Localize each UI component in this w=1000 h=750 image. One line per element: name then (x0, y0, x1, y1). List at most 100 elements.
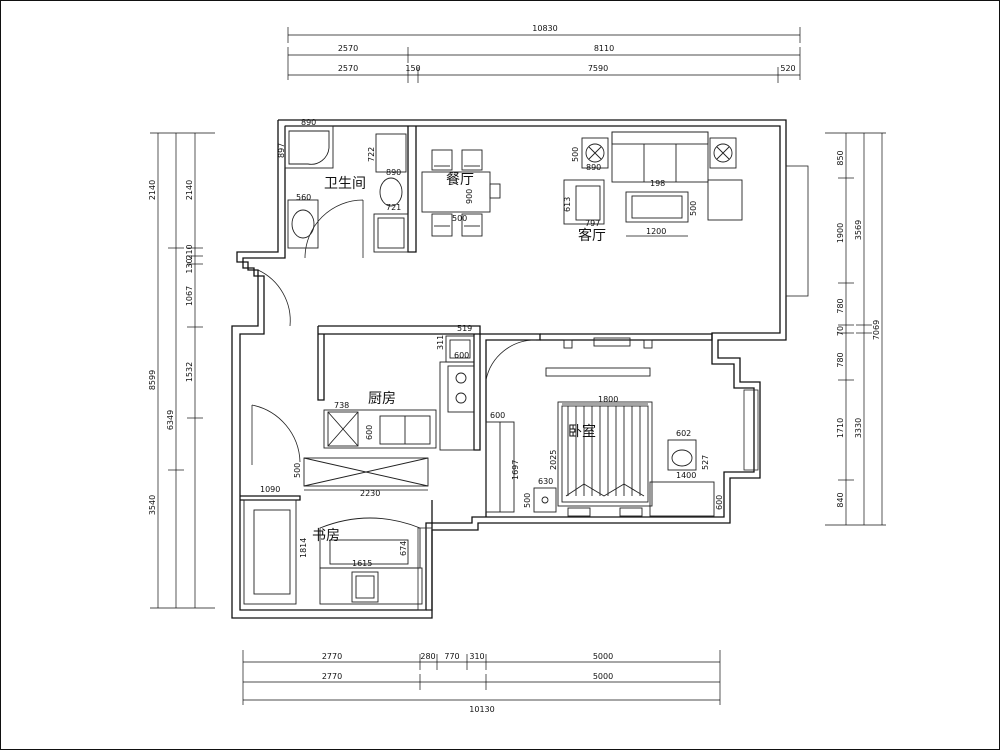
dim-bed-1400: 1400 (676, 471, 696, 480)
dining-set (421, 149, 501, 237)
dim-left-o3: 3540 (148, 495, 157, 515)
dim-top-r3a: 2570 (338, 64, 358, 73)
dim-left-i2: 210 (185, 244, 194, 259)
bed-pillow-fold (565, 483, 645, 497)
chair-2 (461, 149, 483, 171)
laundry (373, 213, 409, 253)
fridge-inner (449, 339, 471, 359)
dim-living-500a: 500 (571, 147, 580, 162)
sink-cabinet (323, 409, 437, 449)
study-desk (329, 539, 409, 565)
top-dimensions (287, 27, 801, 83)
study-door (251, 404, 301, 465)
dim-bot-r1b: 280 (420, 652, 435, 661)
dim-wc-l: 721 (386, 203, 401, 212)
dim-top-r3d: 520 (780, 64, 795, 73)
dim-top-total: 10830 (532, 24, 557, 33)
entry-door (257, 269, 291, 327)
armchair-l-inner (575, 185, 601, 221)
dim-living-1200: 1200 (646, 227, 666, 236)
dim-left-i1: 2140 (185, 180, 194, 200)
kitchen-left-wall (317, 326, 325, 401)
bed-frame (557, 401, 653, 507)
study-top-wall (240, 495, 301, 501)
dim-left-m1: 6349 (166, 410, 175, 430)
shower-curve (288, 130, 330, 165)
dim-kit-600b: 600 (365, 425, 374, 440)
dim-bed-500: 500 (523, 493, 532, 508)
dim-bed-602: 602 (676, 429, 691, 438)
tv-l (563, 339, 573, 349)
room-label-bathroom: 卫生间 (324, 176, 366, 192)
left-dimensions (150, 132, 215, 609)
dim-bed-527: 527 (701, 455, 710, 470)
dim-bot-r1e: 5000 (593, 652, 613, 661)
sideboard (489, 183, 501, 199)
dim-bot-r1c: 770 (444, 652, 459, 661)
lamp-l (585, 143, 605, 163)
bed-end-2 (619, 507, 643, 517)
bedroom-window (743, 389, 759, 471)
sink-box (327, 411, 359, 447)
dim-top-r3b: 150 (405, 64, 420, 73)
dim-bed-630: 630 (538, 477, 553, 486)
dim-right-i3: 780 (836, 298, 845, 313)
kitchen-fixtures (303, 335, 475, 487)
dim-bot-r2b: 5000 (593, 672, 613, 681)
basin-cabinet (287, 199, 319, 249)
study-shelf (319, 567, 423, 605)
dim-living-500b: 500 (689, 201, 698, 216)
dim-bed-1800: 1800 (598, 395, 618, 404)
study-window (417, 527, 433, 611)
study-set (243, 499, 423, 605)
dim-left-o1: 2140 (148, 180, 157, 200)
bottom-dimensions (242, 650, 721, 705)
kitchen-top-wall (318, 325, 481, 335)
dim-bot-r1d: 310 (469, 652, 484, 661)
room-label-kitchen: 厨房 (368, 391, 396, 407)
armchair-r (707, 179, 743, 221)
dim-bot-r2a: 2770 (322, 672, 342, 681)
dim-wc-h: 722 (367, 147, 376, 162)
bedroom-left-wall (480, 333, 541, 517)
nightstand-l (533, 487, 557, 513)
chair-4 (461, 213, 483, 237)
dim-bed-600a: 600 (490, 411, 505, 420)
dim-dining-w: 500 (452, 214, 467, 223)
side-table-r (709, 137, 737, 169)
study-desk-arch (319, 517, 421, 569)
dim-kit-2230: 2230 (360, 489, 380, 498)
dim-right-i6: 1710 (836, 418, 845, 438)
dim-kit-519: 519 (457, 324, 472, 333)
room-label-dining: 餐厅 (446, 172, 474, 188)
dim-top-r2b: 8110 (594, 44, 614, 53)
dim-wc-w: 890 (386, 168, 401, 177)
dim-right-m2: 3330 (854, 418, 863, 438)
dim-shower-w: 890 (301, 118, 316, 127)
study-sofa-seat (253, 509, 291, 595)
wardrobe-top (545, 367, 651, 377)
coffee-table-inner (631, 195, 683, 219)
study-chair-inner (355, 575, 375, 599)
walls (231, 119, 809, 619)
living-window (785, 165, 809, 297)
dim-living-198: 198 (650, 179, 665, 188)
dim-left-o2: 8599 (148, 370, 157, 390)
desk (649, 481, 715, 517)
dim-bot-total: 10130 (469, 705, 494, 714)
bath-living-wall (407, 126, 417, 253)
dim-top-r2a: 2570 (338, 44, 358, 53)
dim-left-i4: 1067 (185, 286, 194, 306)
dim-kit-311: 311 (436, 335, 445, 350)
dim-right-i2: 1900 (836, 223, 845, 243)
bathroom-fixtures (284, 125, 409, 253)
dim-living-797: 797 (585, 219, 600, 228)
shower-tray (284, 125, 334, 169)
living-set (563, 131, 743, 225)
dim-left-i5: 1532 (185, 362, 194, 382)
coffee-table (625, 191, 689, 223)
dim-basin: 560 (296, 193, 311, 202)
dim-right-o1: 7069 (872, 320, 881, 340)
bed-end-1 (567, 507, 591, 517)
